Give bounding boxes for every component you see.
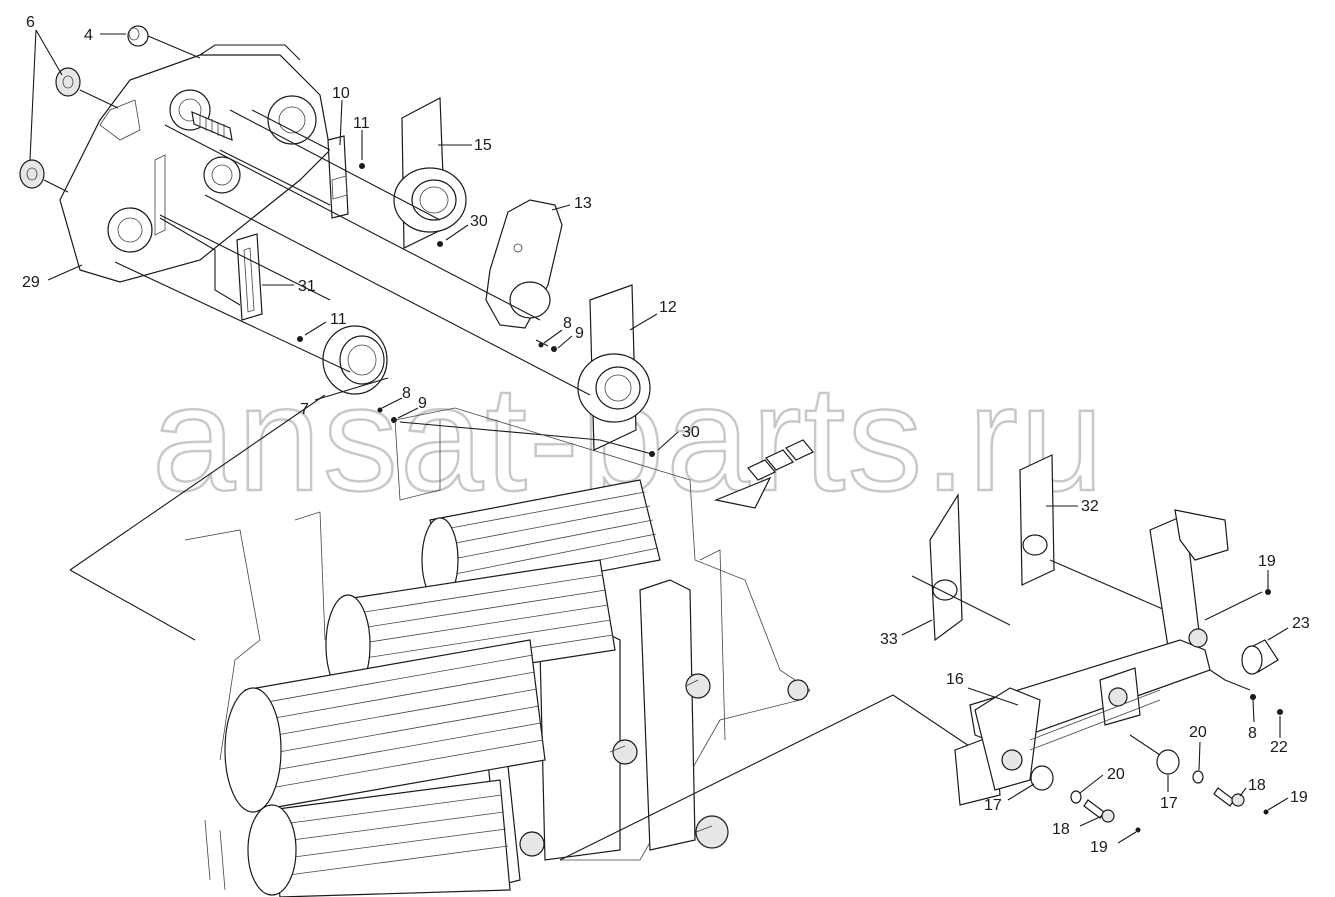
shield-strip-32 <box>1019 454 1055 586</box>
gearbox-housing <box>59 44 331 283</box>
bushing-23 <box>1241 639 1279 675</box>
shield-plate-with-bearing-lower <box>577 284 651 451</box>
bushing <box>127 25 149 47</box>
washers-and-bolts-right <box>1030 589 1283 833</box>
callout-32: 32 <box>1081 498 1099 515</box>
bar-plate-lower <box>236 233 263 321</box>
axis-line-strips <box>911 559 1166 626</box>
callout-23: 23 <box>1292 615 1310 632</box>
callout-11: 11 <box>353 115 370 132</box>
assembly-axis-lines <box>43 35 653 641</box>
callout-16: 16 <box>946 671 964 688</box>
shield-plate-with-bearing <box>393 97 467 249</box>
callout-30-lower: 30 <box>682 424 700 441</box>
leader-lines <box>29 29 1289 844</box>
nut-upper <box>55 67 81 97</box>
cover-plate-with-sleeve <box>485 199 563 329</box>
callout-19-right: 19 <box>1290 789 1308 806</box>
callout-18: 18 <box>1248 777 1266 794</box>
callout-17-right: 17 <box>1160 795 1178 812</box>
callout-13: 13 <box>574 195 592 212</box>
direction-arrow-icon <box>713 439 814 509</box>
callout-8-right: 8 <box>1248 725 1257 742</box>
shaft-ends <box>519 673 809 857</box>
callout-19-lower: 19 <box>1090 839 1108 856</box>
callout-33: 33 <box>880 631 898 648</box>
callout-19: 19 <box>1258 553 1276 570</box>
callout-12: 12 <box>659 299 677 316</box>
callout-17: 17 <box>984 797 1002 814</box>
callout-20-lower: 20 <box>1107 766 1125 783</box>
callout-31: 31 <box>298 278 316 295</box>
nut-lower <box>19 159 45 189</box>
threaded-shaft <box>191 111 233 141</box>
callout-15: 15 <box>474 137 492 154</box>
callout-22: 22 <box>1270 739 1288 756</box>
callout-10: 10 <box>332 85 350 102</box>
callout-30: 30 <box>470 213 488 230</box>
rotor-drums <box>224 479 661 897</box>
shield-strip-33 <box>929 493 963 642</box>
callout-9-lower: 9 <box>418 395 427 412</box>
axis-line-right <box>559 694 991 861</box>
bracket-assembly <box>954 509 1229 806</box>
callout-29: 29 <box>22 274 40 291</box>
callout-6: 6 <box>26 14 35 31</box>
callout-4: 4 <box>84 27 93 44</box>
callout-8-lower: 8 <box>402 385 411 402</box>
bolts-small <box>297 163 655 457</box>
callout-labels: 6 4 10 11 15 13 30 29 31 11 8 9 12 7 8 9… <box>22 14 1310 856</box>
bar-plate <box>327 135 349 219</box>
callout-8: 8 <box>563 315 572 332</box>
callout-11-lower: 11 <box>330 311 347 328</box>
bearing-flange <box>322 325 388 395</box>
callout-7: 7 <box>300 401 309 418</box>
callout-18-lower: 18 <box>1052 821 1070 838</box>
callout-9: 9 <box>575 325 584 342</box>
callout-20: 20 <box>1189 724 1207 741</box>
